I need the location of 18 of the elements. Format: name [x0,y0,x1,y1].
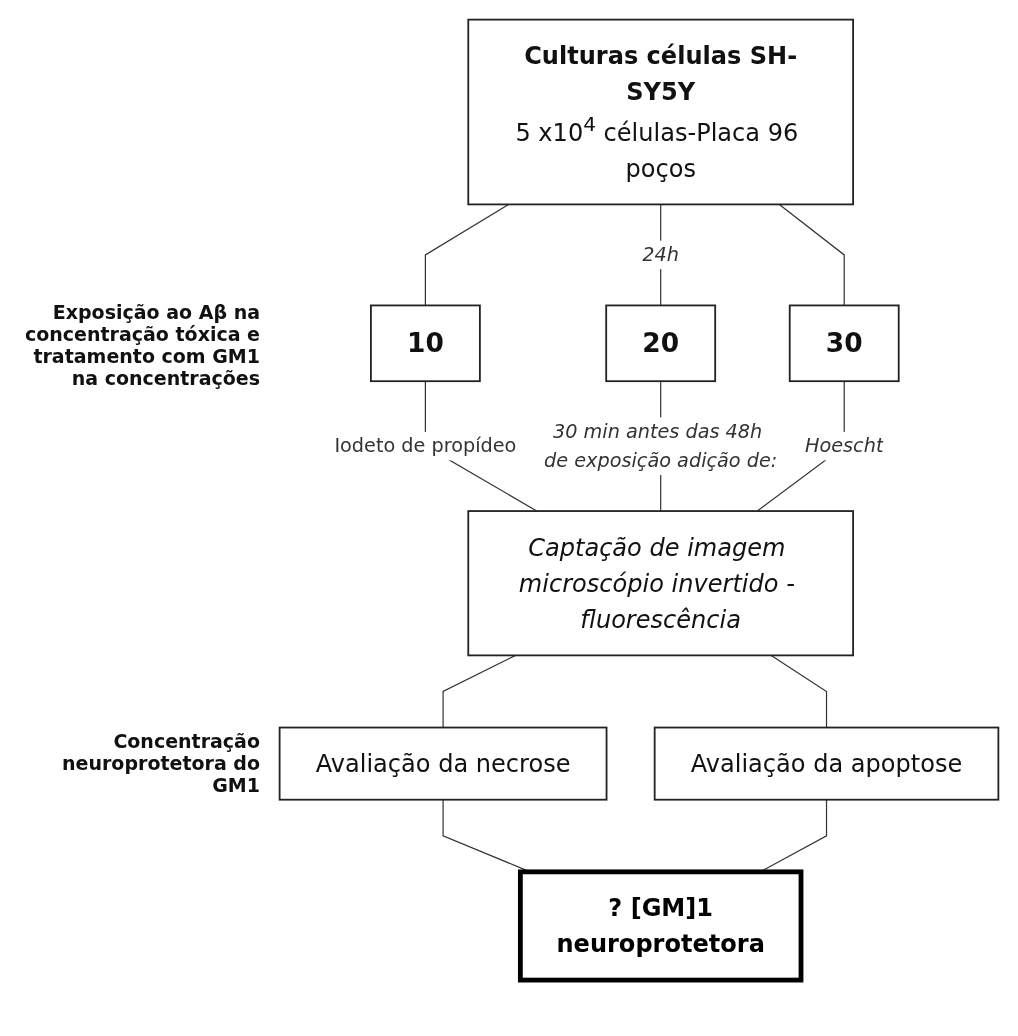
node-box: Avaliação da necrose [278,726,608,801]
side-note: Exposição ao Aβ na concentração tóxica e tratamento com GM1 na concentrações [23,300,260,389]
connector [442,654,517,729]
edge-label: 24h [642,242,680,266]
edge-label: Hoescht [805,434,884,457]
node-box: 20 [605,304,717,383]
edge-label: 30 min antes das 48h de exposição adição de: [544,419,778,472]
node-box: ? [GM]1 neuroprotetora [517,869,804,983]
connector [424,203,510,307]
side-note: Concentração neuroprotetora do GM1 [61,729,260,796]
node-box: Avaliação da apoptose [653,726,1000,801]
node-box: 30 [788,304,900,383]
edge-label: Iodeto de propídeo [334,434,517,457]
connector [778,203,845,307]
connector [770,654,828,729]
node-box: 10 [370,304,481,383]
node-box: Culturas células SH-SY5Y 5 x10$^{4}$ células-Placa 96 poços [467,18,854,206]
node-box: Captação de imagem microscópio invertido - fluorescência [467,510,854,657]
